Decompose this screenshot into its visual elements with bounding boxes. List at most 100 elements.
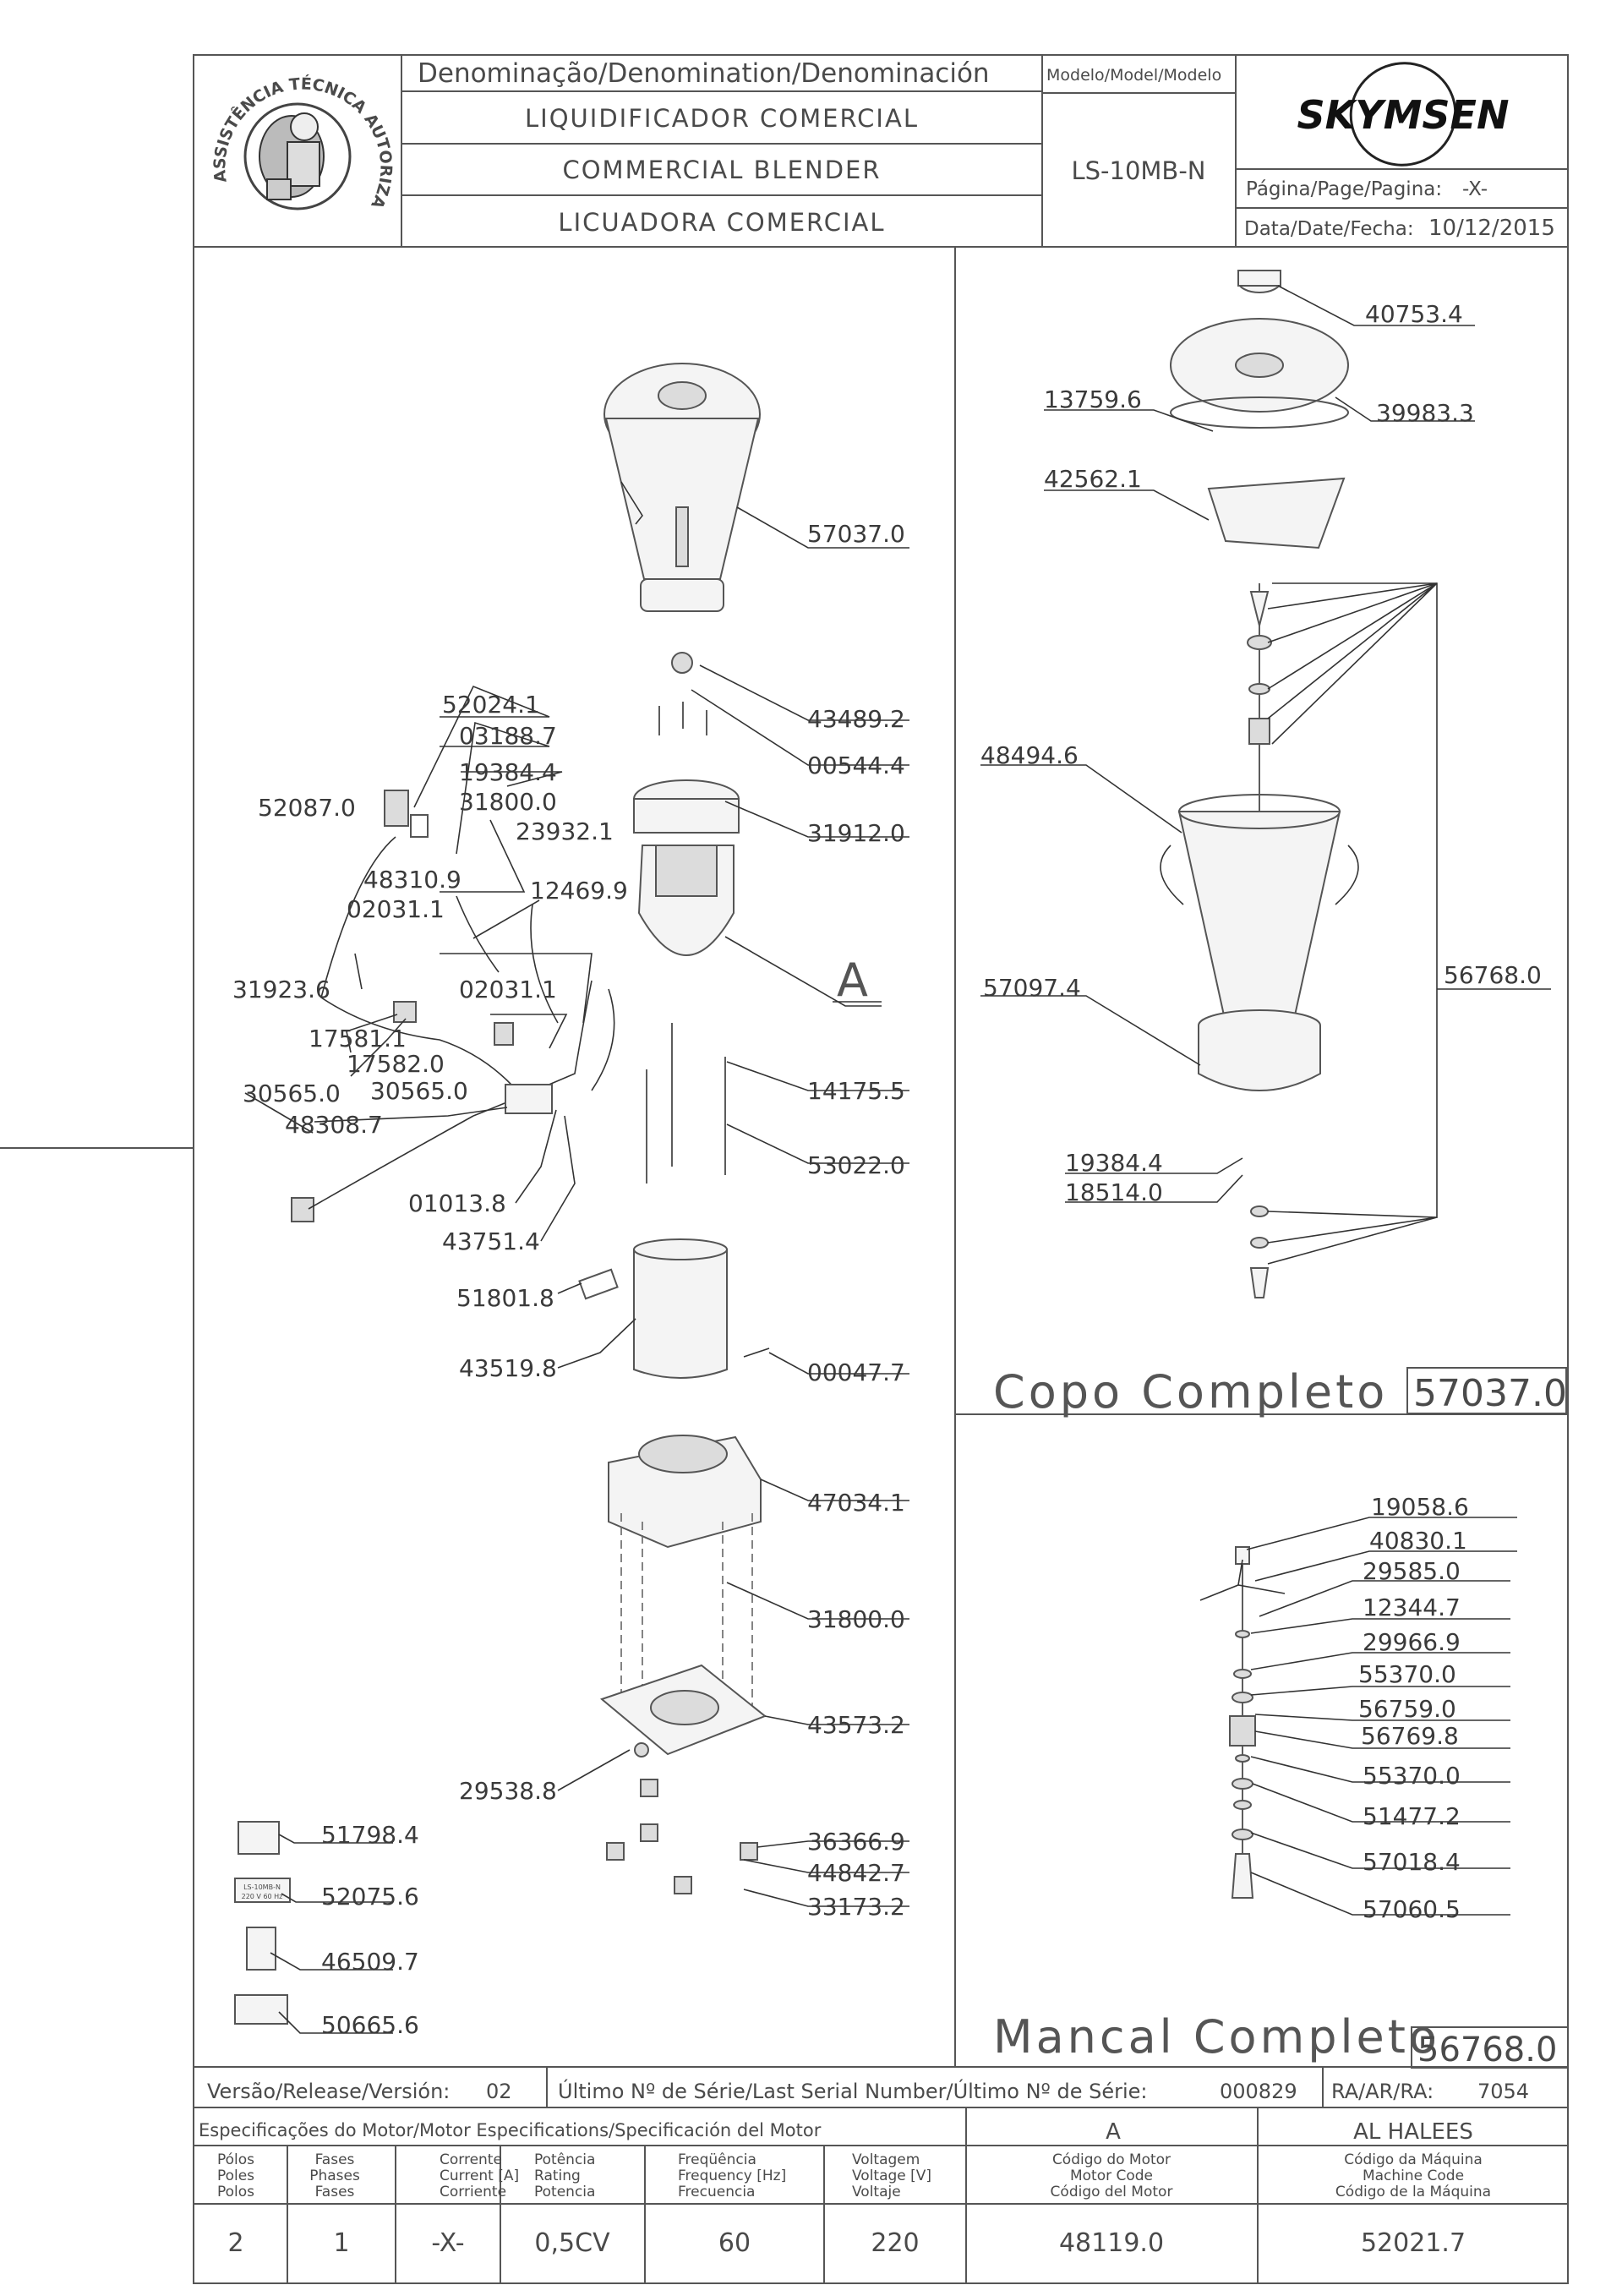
part-label: 50665.6 [321, 2011, 419, 2039]
bearing-title: Mancal Completo [993, 2010, 1440, 2064]
machine-variant: AL HALEES [1353, 2119, 1473, 2145]
part-label: 43751.4 [442, 1227, 540, 1255]
value-phases: 1 [333, 2228, 349, 2258]
part-label: 36366.9 [807, 1828, 905, 1856]
bearing-complete-view [1199, 1546, 1286, 1899]
part-label: 48310.9 [363, 866, 461, 894]
col-frequency-l2: Frequency [Hz] [678, 2168, 786, 2184]
part-label: 19058.6 [1371, 1493, 1469, 1521]
part-label: 57037.0 [807, 520, 905, 548]
detail-label: A [837, 954, 871, 1007]
part-label: 31912.0 [807, 819, 905, 847]
part-label: 44842.7 [807, 1859, 905, 1887]
part-label: 30565.0 [243, 1080, 341, 1107]
date-label: Data/Date/Fecha: [1244, 218, 1414, 240]
date-value: 10/12/2015 [1428, 216, 1555, 241]
logo-text: ASSISTÊNCIA TÉCNICA AUTORIZADA [0, 0, 396, 211]
part-label: 00544.4 [807, 752, 905, 779]
part-label: 52024.1 [442, 691, 540, 719]
cup-complete-view [1160, 270, 1359, 1298]
value-poles: 2 [227, 2228, 243, 2258]
blender-exploded-view: LS-10MB-N 220 V 60 Hz A [234, 363, 882, 2025]
col-machine-code-l1: Código da Máquina [1344, 2151, 1483, 2168]
part-label: 57097.4 [983, 974, 1081, 1002]
ra-value: 7054 [1477, 2080, 1529, 2103]
part-label: 12469.9 [530, 877, 628, 905]
col-rating-l3: Potencia [534, 2184, 595, 2200]
part-label: 40753.4 [1365, 300, 1463, 328]
denomination-label: Denominação/Denomination/Denominación [418, 58, 990, 89]
part-label: 31923.6 [232, 976, 330, 1003]
bearing-leader-lines [1246, 1517, 1517, 1916]
bearing-part-labels: 19058.6 40830.1 29585.0 12344.7 29966.9 … [1358, 1493, 1469, 1923]
motor-spec-label: Especificações do Motor/Motor Especifica… [199, 2120, 822, 2140]
part-label: 02031.1 [459, 976, 557, 1003]
motor-variant: A [1106, 2119, 1121, 2145]
part-label: 17581.1 [309, 1025, 407, 1052]
part-label: 19384.4 [459, 758, 557, 786]
part-label: 13759.6 [1044, 385, 1142, 413]
cup-leader-lines [980, 285, 1551, 1265]
cup-code-box [1406, 1367, 1567, 1414]
version-value: 02 [486, 2080, 512, 2103]
part-label: 43519.8 [459, 1354, 557, 1382]
part-label: 40830.1 [1369, 1527, 1467, 1555]
sticker-model: LS-10MB-N [243, 1883, 281, 1891]
part-label: 56759.0 [1358, 1695, 1456, 1723]
part-label: 14175.5 [807, 1077, 905, 1105]
part-label: 02031.1 [347, 895, 445, 923]
col-poles-l2: Poles [217, 2168, 254, 2184]
col-rating-l1: Potência [534, 2151, 595, 2168]
col-frequency-l3: Frecuencia [678, 2184, 755, 2200]
col-phases-l1: Fases [315, 2151, 355, 2168]
col-phases-l2: Phases [309, 2168, 360, 2184]
footer-table: Versão/Release/Versión: 02 Último Nº de … [194, 2066, 1568, 2283]
col-frequency-l1: Freqüência [678, 2151, 756, 2168]
main-part-labels: 57037.0 52024.1 03188.7 43489.2 19384.4 … [232, 520, 905, 2039]
part-label: 12344.7 [1363, 1594, 1461, 1621]
col-motor-code-l1: Código do Motor [1052, 2151, 1171, 2168]
part-label: 42562.1 [1044, 465, 1142, 493]
part-label: 31800.0 [459, 788, 557, 816]
part-label: 29538.8 [459, 1777, 557, 1805]
part-label: 55370.0 [1358, 1660, 1456, 1688]
col-rating-l2: Rating [534, 2168, 581, 2184]
part-label: 55370.0 [1363, 1762, 1461, 1790]
part-label: 43573.2 [807, 1711, 905, 1739]
part-label: 51798.4 [321, 1821, 419, 1849]
part-label: 51477.2 [1363, 1802, 1461, 1830]
part-label: 51801.8 [456, 1284, 554, 1312]
version-label: Versão/Release/Versión: [207, 2080, 450, 2103]
col-current-l2: Current [A] [440, 2168, 519, 2184]
part-label: 33173.2 [807, 1893, 905, 1921]
name-en: COMMERCIAL BLENDER [562, 156, 881, 184]
col-current-l1: Corrente [440, 2151, 502, 2168]
cup-drawing [603, 363, 761, 612]
value-current: -X- [431, 2228, 464, 2258]
page-value: -X- [1462, 178, 1488, 200]
title-block: ASSISTÊNCIA TÉCNICA AUTORIZADA Denominaç… [0, 0, 1568, 248]
part-label: 00047.7 [807, 1358, 905, 1386]
value-rating: 0,5CV [534, 2228, 610, 2258]
part-label: 52075.6 [321, 1883, 419, 1911]
part-label: 29585.0 [1363, 1557, 1461, 1585]
part-label: 29966.9 [1363, 1628, 1461, 1656]
authorized-service-logo: ASSISTÊNCIA TÉCNICA AUTORIZADA [0, 0, 396, 211]
part-label: 48308.7 [285, 1111, 383, 1139]
part-label: 47034.1 [807, 1489, 905, 1517]
bearing-code: 56768.0 [1417, 2031, 1557, 2069]
ra-label: RA/AR/RA: [1331, 2080, 1434, 2103]
value-voltage: 220 [871, 2228, 919, 2258]
col-voltage-l1: Voltagem [852, 2151, 920, 2168]
part-label: 52087.0 [258, 794, 356, 822]
page-label: Página/Page/Pagina: [1246, 178, 1442, 200]
col-voltage-l2: Voltage [V] [852, 2168, 931, 2184]
part-label: 31800.0 [807, 1605, 905, 1633]
col-voltage-l3: Voltaje [852, 2184, 901, 2200]
brand-name: SKYMSEN [1297, 92, 1510, 138]
col-machine-code-l3: Código de la Máquina [1335, 2184, 1491, 2200]
part-label: 01013.8 [408, 1189, 506, 1217]
part-label: 19384.4 [1065, 1149, 1163, 1177]
model-label: Modelo/Model/Modelo [1046, 66, 1221, 85]
